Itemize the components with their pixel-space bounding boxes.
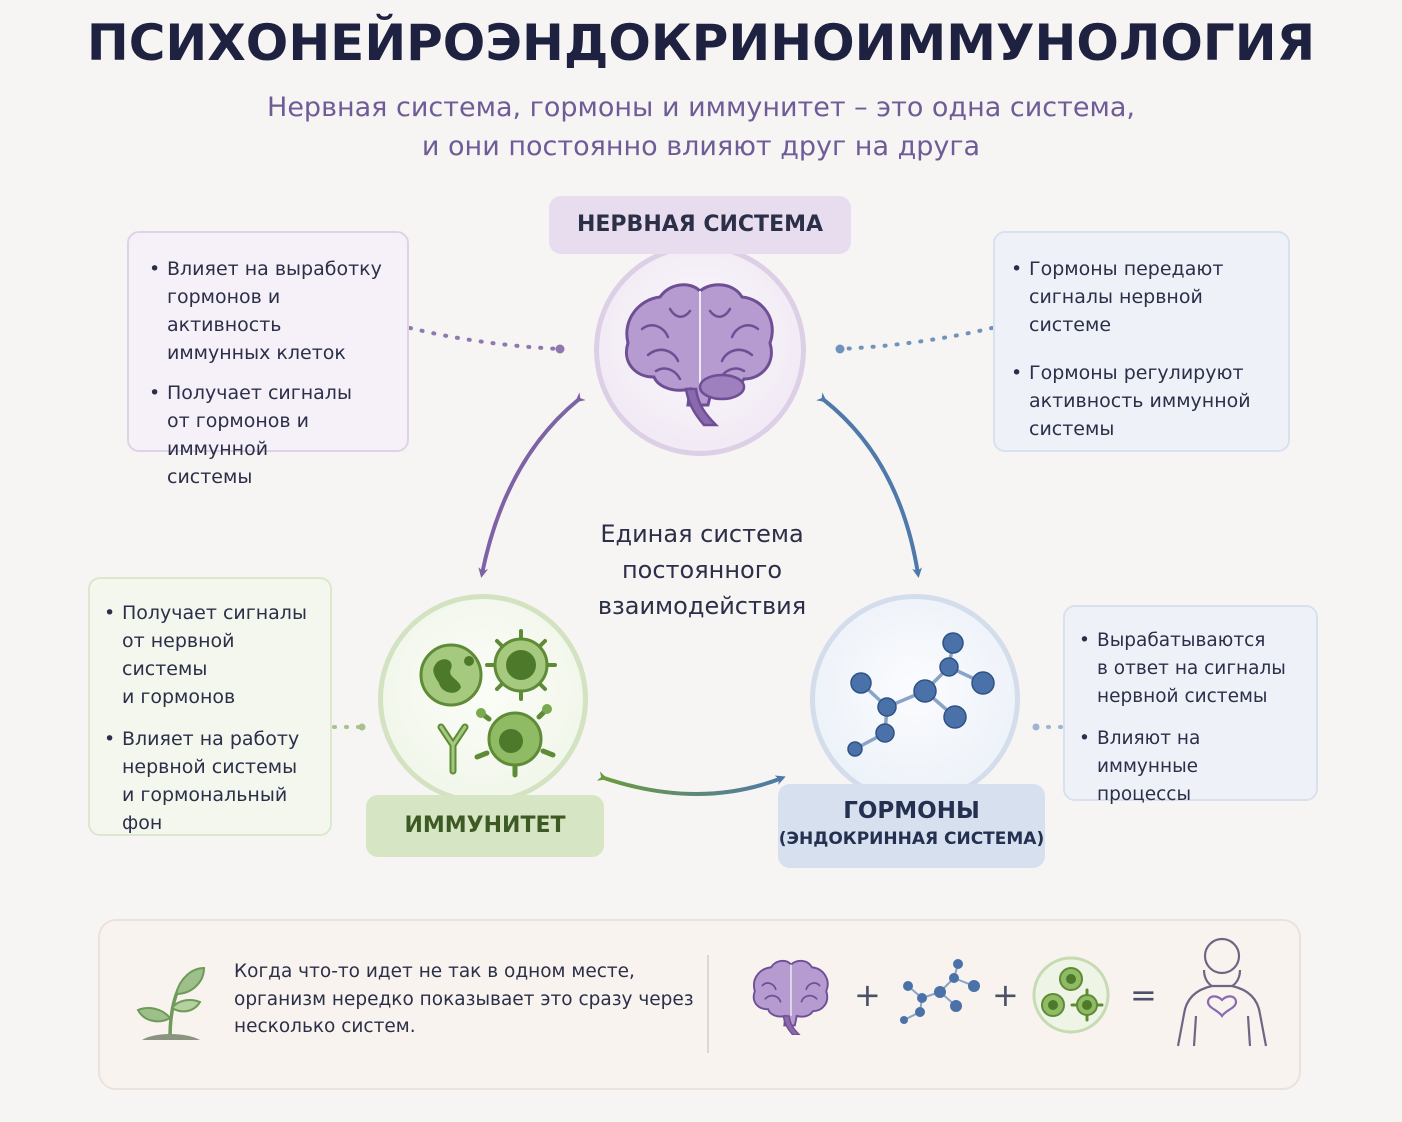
equals-sign: =	[1130, 976, 1157, 1014]
connector-nerv-box	[408, 326, 562, 351]
center-line: Единая система	[600, 520, 804, 548]
bottom-line: организм нередко показывает это сразу че…	[234, 988, 694, 1010]
connector-dot	[358, 723, 366, 731]
brain-icon	[625, 283, 774, 427]
subtitle-line-1: Нервная система, гормоны и иммунитет – э…	[267, 92, 1135, 123]
center-line: взаимодействия	[597, 592, 807, 620]
connector-horm-box	[838, 326, 994, 351]
plus-sign: +	[854, 976, 881, 1014]
connector-dot	[555, 344, 565, 354]
center-caption: Единая система постоянного взаимодействи…	[560, 516, 844, 624]
sprout-icon	[136, 966, 206, 1040]
arrow-nerv-horm	[816, 392, 923, 578]
arrow-imm-horm	[596, 771, 786, 796]
nervous-circle	[594, 244, 806, 456]
center-line: постоянного	[621, 556, 783, 584]
immune-cells-icon	[1032, 956, 1110, 1034]
divider	[707, 955, 709, 1053]
hormones-circle	[810, 594, 1020, 804]
immune-cells-icon	[419, 629, 557, 778]
hormones-label: ГОРМОНЫ (ЭНДОКРИННАЯ СИСТЕМА)	[778, 784, 1045, 868]
connector-dot	[835, 344, 845, 354]
bottom-line: несколько систем.	[234, 1016, 416, 1037]
plus-sign: +	[992, 976, 1019, 1014]
brain-icon	[752, 959, 829, 1035]
hormones-label-subtitle: (ЭНДОКРИННАЯ СИСТЕМА)	[778, 829, 1045, 849]
bottom-message: Когда что-то идет не так в одном месте, …	[234, 958, 704, 1041]
hormones-label-title: ГОРМОНЫ	[843, 798, 980, 824]
subtitle-line-2: и они постоянно влияют друг на друга	[421, 131, 981, 162]
immune-circle	[378, 594, 588, 804]
molecule-icon	[900, 959, 980, 1024]
arrow-nerv-imm	[478, 392, 586, 578]
connector-dot	[1032, 723, 1040, 731]
immune-label: ИММУНИТЕТ	[366, 795, 604, 857]
page-subtitle: Нервная система, гормоны и иммунитет – э…	[0, 88, 1402, 166]
nervous-system-label: НЕРВНАЯ СИСТЕМА	[549, 196, 851, 254]
page-title: ПСИХОНЕЙРОЭНДОКРИНОИММУНОЛОГИЯ	[86, 14, 1316, 72]
human-heart-icon	[1176, 937, 1268, 1047]
molecule-icon	[847, 632, 995, 757]
bottom-line: Когда что-то идет не так в одном месте,	[234, 961, 635, 982]
